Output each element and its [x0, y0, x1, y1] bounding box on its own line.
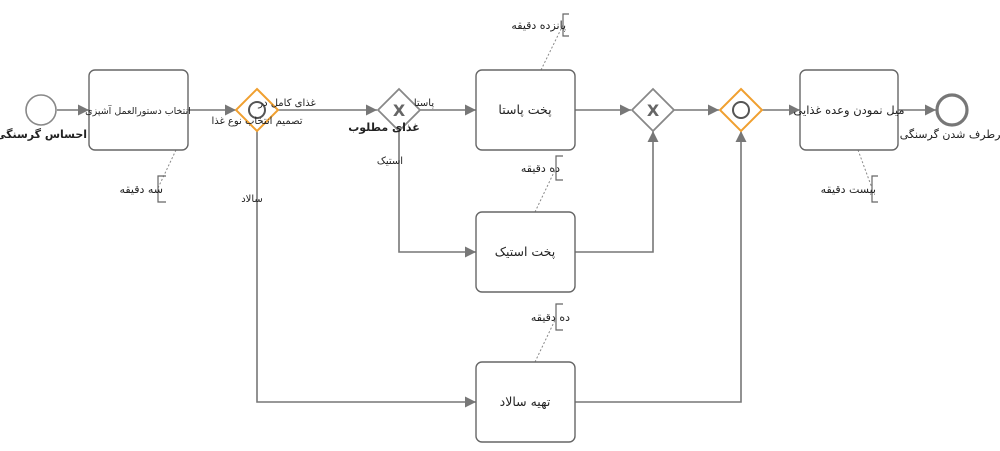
gateway-merge-inclusive[interactable]: [718, 87, 764, 133]
task-label-cook-steak: پخت استیک: [495, 244, 556, 259]
annotation-salad-time: ده دقیقه: [531, 311, 570, 324]
gateway-desired-food-label: غذای مطلوب: [348, 121, 420, 134]
gateway-meal-type-label: تصمیم انتخاب نوع غذا: [211, 116, 302, 127]
end-event-label: برطرف شدن گرسنگی: [900, 128, 1000, 141]
flow-label-full-meal: غذای کامل در: [257, 98, 315, 109]
annotation-steak-time: ده دقیقه: [521, 162, 560, 175]
flow-steak-to-merge[interactable]: [575, 131, 659, 253]
annotation-pasta-time: پانزده دقیقه: [511, 19, 566, 32]
end-event[interactable]: [935, 93, 969, 127]
inclusive-circle-icon: [248, 101, 266, 119]
annotation-brackets: [157, 13, 878, 331]
start-event[interactable]: [25, 94, 57, 126]
flow-salad-to-join[interactable]: [575, 131, 747, 403]
gateway-desired-food[interactable]: X: [376, 87, 422, 133]
flow-label-steak: استیک: [377, 156, 403, 167]
annotation-recipe-time: سه دقیقه: [119, 183, 163, 196]
task-label-eat-meal: میل نمودن وعده غذایی: [793, 103, 904, 118]
gateway-merge-exclusive[interactable]: X: [630, 87, 676, 133]
task-cook-steak[interactable]: [475, 211, 576, 293]
associations: [157, 24, 873, 363]
flow-salad[interactable]: [256, 131, 476, 408]
task-label-choose-recipe: انتخاب دستورالعمل آشپزی: [85, 104, 191, 117]
task-label-prepare-salad: تهیه سالاد: [500, 394, 551, 410]
task-eat-meal[interactable]: [799, 69, 899, 151]
flow-label-pasta: پاستا: [414, 98, 434, 109]
flow-steak[interactable]: [398, 131, 476, 258]
tasks: [88, 69, 899, 443]
exclusive-x-icon: X: [647, 101, 660, 120]
task-prepare-salad[interactable]: [475, 361, 576, 443]
start-event-label: احساس گرسنگی: [0, 128, 87, 141]
task-cook-pasta[interactable]: [475, 69, 576, 151]
annotation-meal-time: بیست دقیقه: [821, 183, 876, 196]
task-choose-recipe[interactable]: [88, 69, 189, 151]
task-label-cook-pasta: پخت پاستا: [498, 102, 552, 117]
gateway-meal-type[interactable]: [234, 87, 280, 133]
flow-label-salad: سالاد: [241, 194, 263, 205]
exclusive-x-icon: X: [393, 101, 406, 120]
inclusive-circle-icon: [732, 101, 750, 119]
sequence-flows: [57, 104, 936, 408]
